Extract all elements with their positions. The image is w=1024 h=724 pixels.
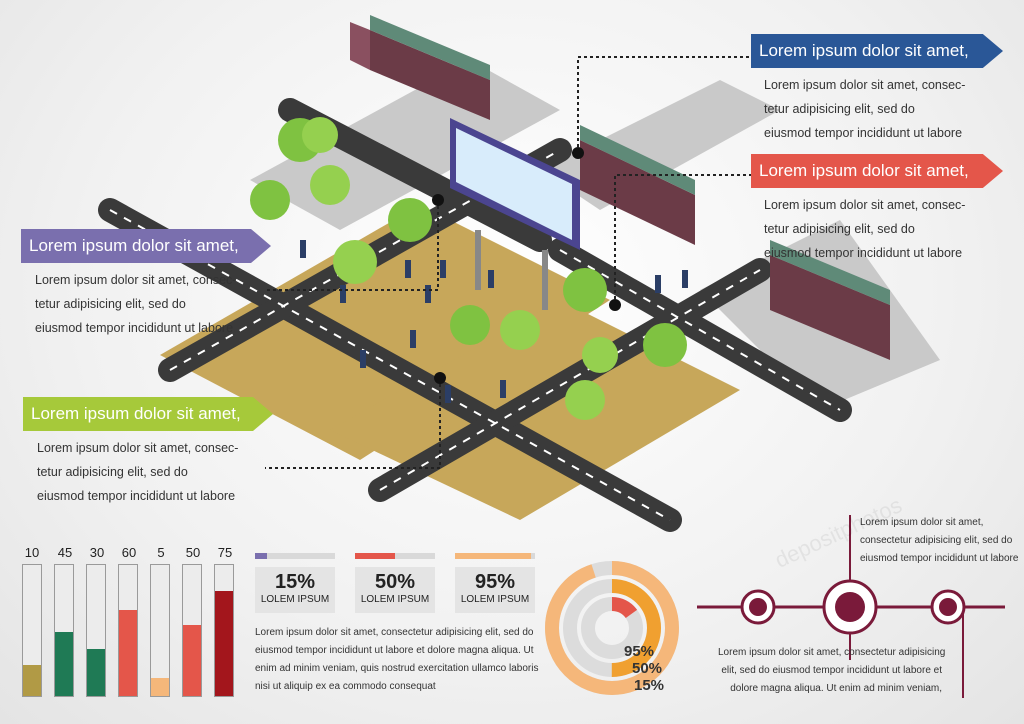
bar-track xyxy=(22,564,42,697)
bar-fill xyxy=(55,631,73,696)
bar-track xyxy=(86,564,106,697)
donut-ring xyxy=(545,561,679,695)
bar-fill xyxy=(151,677,169,696)
billboard xyxy=(450,118,580,310)
stat-box: 15% LOLEM IPSUM xyxy=(255,553,335,613)
crowd xyxy=(300,240,688,403)
donut-labels: 95% 50% 15% xyxy=(624,643,664,694)
donut-label: 50% xyxy=(632,660,663,677)
stat-box: 95% LOLEM IPSUM xyxy=(455,553,535,613)
stat-value: 50% xyxy=(374,571,416,593)
stat-value: 15% xyxy=(274,571,316,593)
bar-value: 45 xyxy=(57,545,73,560)
callout-body: Lorem ipsum dolor sit amet, consec- tetu… xyxy=(764,198,966,260)
stat-card: 50% LOLEM IPSUM xyxy=(355,567,435,613)
timeline-top-text: Lorem ipsum dolor sit amet, consectetur … xyxy=(860,517,1019,564)
bar-value: 5 xyxy=(157,545,165,560)
bar-fill xyxy=(119,609,137,696)
connector-lines xyxy=(265,56,752,469)
bar-track xyxy=(118,564,138,697)
bar-value: 10 xyxy=(24,545,40,560)
timeline-bottom-text: Lorem ipsum dolor sit amet, consectetur … xyxy=(718,647,946,694)
connector-dots xyxy=(432,147,621,384)
bar-value: 30 xyxy=(89,545,105,560)
callout-banner: Lorem ipsum dolor sit amet, xyxy=(751,154,1003,188)
stat-value: 95% xyxy=(474,571,516,593)
donut-label: 95% xyxy=(624,643,655,660)
trees xyxy=(250,117,687,420)
stat-progress-fill xyxy=(255,553,267,559)
park-ground xyxy=(160,205,610,460)
bar-value: 60 xyxy=(121,545,137,560)
bar-fill xyxy=(87,648,105,696)
callout-banner: Lorem ipsum dolor sit amet, xyxy=(751,34,1003,68)
stat-progress-fill xyxy=(355,553,395,559)
bar-fill xyxy=(183,625,201,696)
timeline-node xyxy=(740,589,776,625)
callout-title: Lorem ipsum dolor sit amet, xyxy=(759,161,969,180)
bar-track xyxy=(54,564,74,697)
donut-ring xyxy=(563,579,661,677)
stat-card: 15% LOLEM IPSUM xyxy=(255,567,335,613)
stat-progress-track xyxy=(355,553,435,559)
stat-box: 50% LOLEM IPSUM xyxy=(355,553,435,613)
stat-card: 95% LOLEM IPSUM xyxy=(455,567,535,613)
callout-title: Lorem ipsum dolor sit amet, xyxy=(31,404,241,423)
stat-label: LOLEM IPSUM xyxy=(360,594,430,605)
donut-chart xyxy=(545,561,679,695)
bar-track xyxy=(182,564,202,697)
stat-label: LOLEM IPSUM xyxy=(460,594,530,605)
bar-fill xyxy=(215,591,233,696)
timeline-node xyxy=(930,589,966,625)
bar-value: 50 xyxy=(185,545,201,560)
bar-track xyxy=(150,564,170,697)
timeline xyxy=(697,515,1005,698)
stat-label: LOLEM IPSUM xyxy=(260,594,330,605)
callout-banner: Lorem ipsum dolor sit amet, xyxy=(23,397,273,431)
stats-description: Lorem ipsum dolor sit amet, consectetur … xyxy=(255,627,539,692)
callout-banner: Lorem ipsum dolor sit amet, xyxy=(21,229,271,263)
callout-body: Lorem ipsum dolor sit amet, consec- tetu… xyxy=(764,78,966,140)
townhouses-southeast xyxy=(770,240,890,360)
donut-label: 15% xyxy=(634,677,665,694)
bar-value: 75 xyxy=(217,545,233,560)
callout-body: Lorem ipsum dolor sit amet, consec- tetu… xyxy=(37,441,239,503)
timeline-node xyxy=(822,579,878,635)
callout-title: Lorem ipsum dolor sit amet, xyxy=(29,236,239,255)
townhouses-north xyxy=(350,15,490,120)
stat-progress-fill xyxy=(455,553,531,559)
bar-track xyxy=(214,564,234,697)
bar-fill xyxy=(23,664,41,696)
donut-ring xyxy=(581,597,643,659)
stat-progress-track xyxy=(255,553,335,559)
stat-progress-track xyxy=(455,553,535,559)
callout-title: Lorem ipsum dolor sit amet, xyxy=(759,41,969,60)
callout-body: Lorem ipsum dolor sit amet, consec- tetu… xyxy=(35,273,237,335)
townhouses-east xyxy=(580,125,695,245)
